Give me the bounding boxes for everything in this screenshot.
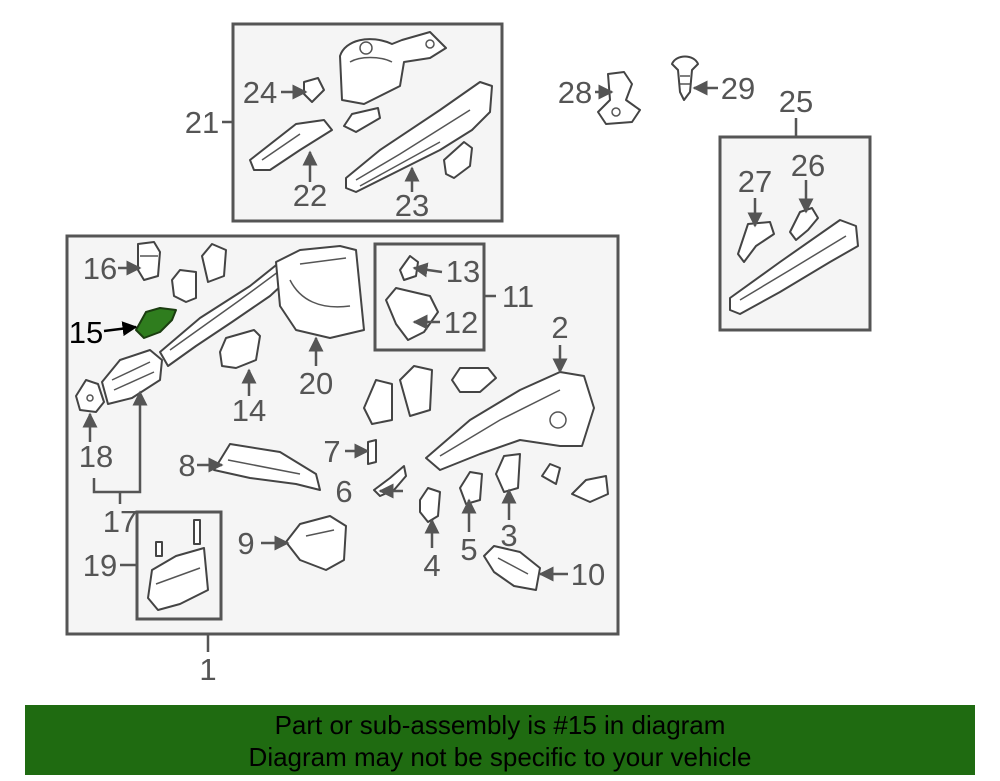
callout-29: 29 xyxy=(721,71,755,106)
banner-line-disclaimer: Diagram may not be specific to your vehi… xyxy=(248,742,752,772)
part-bracket-b xyxy=(201,243,227,283)
part-15-highlighted xyxy=(135,307,177,339)
part-22 xyxy=(249,119,333,171)
part-18 xyxy=(75,379,105,413)
part-small-bracket-21 xyxy=(343,107,381,133)
callout-5: 5 xyxy=(460,532,477,567)
callout-2: 2 xyxy=(551,310,568,345)
part-small-right-brackets xyxy=(541,463,609,503)
part-bracket-a xyxy=(171,269,197,303)
part-7 xyxy=(367,439,377,465)
callout-1: 1 xyxy=(199,652,216,687)
callout-8: 8 xyxy=(178,448,195,483)
part-25-rail xyxy=(729,219,859,315)
callout-12: 12 xyxy=(444,305,478,340)
part-20 xyxy=(275,245,365,339)
callout-6: 6 xyxy=(335,474,352,509)
callout-14: 14 xyxy=(232,393,266,428)
callout-11: 11 xyxy=(502,279,534,314)
callout-28: 28 xyxy=(558,75,592,110)
callout-13: 13 xyxy=(446,254,480,289)
callout-17: 17 xyxy=(103,504,137,539)
part-19 xyxy=(147,519,209,611)
callout-16: 16 xyxy=(83,251,117,286)
part-14 xyxy=(219,329,261,369)
part-9 xyxy=(285,515,347,571)
part-10 xyxy=(483,545,541,591)
part-28 xyxy=(597,71,641,125)
callout-10: 10 xyxy=(571,557,605,592)
callout-24: 24 xyxy=(243,75,277,110)
callout-22: 22 xyxy=(293,178,327,213)
callout-19: 19 xyxy=(83,548,117,583)
part-bracket-21b xyxy=(443,141,473,179)
callout-20: 20 xyxy=(299,366,333,401)
part-16 xyxy=(137,241,161,281)
callout-23: 23 xyxy=(395,188,429,223)
callout-15: 15 xyxy=(69,315,103,350)
callout-18: 18 xyxy=(79,439,113,474)
callout-21: 21 xyxy=(185,105,219,140)
part-4 xyxy=(419,487,441,523)
callout-9: 9 xyxy=(237,526,254,561)
part-upper-brackets-mid xyxy=(363,365,497,425)
callout-4: 4 xyxy=(423,548,440,583)
info-banner: Part or sub-assembly is #15 in diagram D… xyxy=(25,705,975,775)
part-8 xyxy=(213,443,321,491)
parts-diagram: 1 2 3 4 5 6 7 8 9 10 11 12 13 14 15 16 1… xyxy=(65,22,872,687)
part-2 xyxy=(425,371,595,471)
part-29 xyxy=(671,55,699,101)
part-upper-housing xyxy=(339,31,447,105)
banner-line-part: Part or sub-assembly is #15 in diagram xyxy=(274,710,726,740)
callout-26: 26 xyxy=(791,148,825,183)
callout-3: 3 xyxy=(500,518,517,553)
callout-27: 27 xyxy=(738,164,772,199)
callout-25: 25 xyxy=(779,84,813,119)
callout-7: 7 xyxy=(323,434,340,469)
part-23 xyxy=(345,81,493,193)
part-17-crash-box xyxy=(101,349,163,405)
